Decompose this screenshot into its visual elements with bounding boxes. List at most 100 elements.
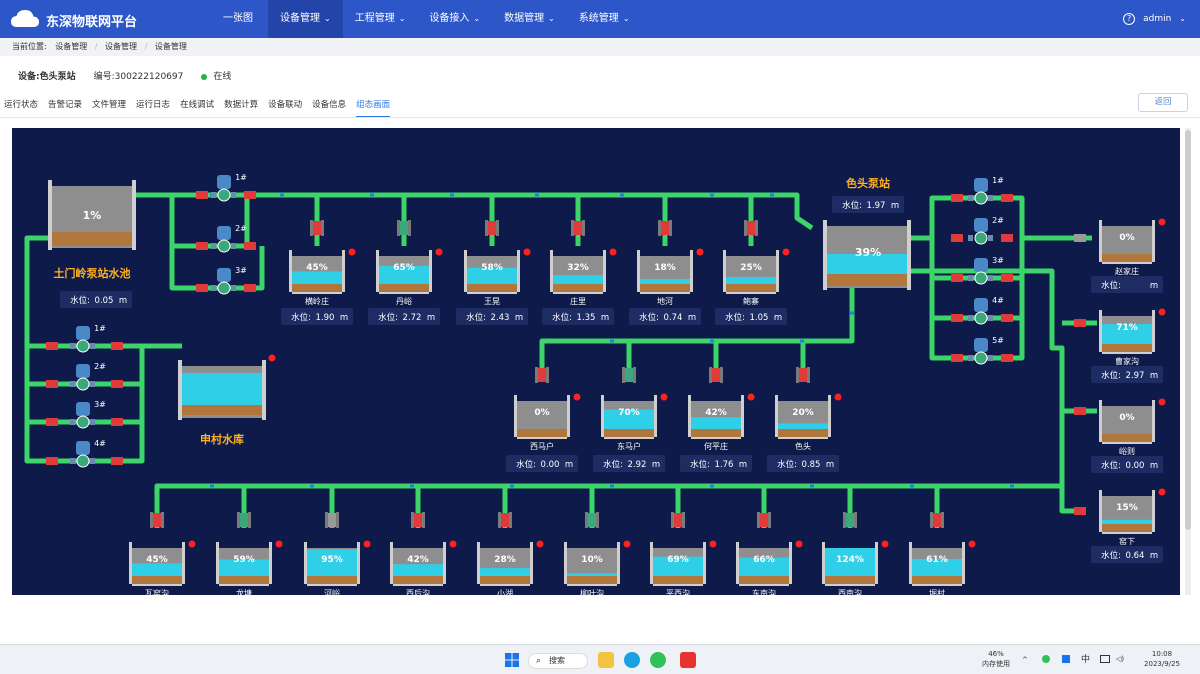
windows-start-icon[interactable] bbox=[504, 652, 520, 668]
valve-icon[interactable] bbox=[1001, 354, 1013, 362]
valve-icon[interactable] bbox=[661, 221, 669, 235]
edge-browser-icon[interactable] bbox=[624, 652, 640, 668]
valve-icon[interactable] bbox=[244, 242, 256, 250]
valve-icon[interactable] bbox=[1001, 194, 1013, 202]
scrollbar-thumb[interactable] bbox=[1185, 130, 1191, 530]
valve-icon[interactable] bbox=[588, 513, 596, 527]
pump-icon[interactable] bbox=[217, 281, 231, 295]
menu-item[interactable]: 一张图 bbox=[208, 0, 268, 38]
tank-percent: 28% bbox=[494, 555, 516, 565]
taskbar-search[interactable]: ⌕ 搜索 bbox=[528, 653, 588, 669]
tab[interactable]: 运行日志 bbox=[136, 100, 171, 110]
pump-flange bbox=[968, 355, 973, 361]
valve-icon[interactable] bbox=[196, 191, 208, 199]
help-icon[interactable]: ? bbox=[1123, 13, 1136, 25]
valve-icon[interactable] bbox=[1001, 234, 1013, 242]
volume-icon[interactable]: ◁) bbox=[1116, 655, 1125, 663]
valve-icon[interactable] bbox=[46, 457, 58, 465]
memory-usage[interactable]: 46% 内存使用 bbox=[978, 649, 1014, 669]
valve-icon[interactable] bbox=[46, 380, 58, 388]
valve-icon[interactable] bbox=[1074, 507, 1086, 515]
valve-icon[interactable] bbox=[933, 513, 941, 527]
tank-name: 王晃 bbox=[484, 297, 500, 306]
tab[interactable]: 数据计算 bbox=[224, 100, 259, 110]
valve-icon[interactable] bbox=[760, 513, 768, 527]
valve-icon[interactable] bbox=[414, 513, 422, 527]
menu-item[interactable]: 数据管理⌄ bbox=[492, 0, 567, 38]
menu-item[interactable]: 设备接入⌄ bbox=[417, 0, 492, 38]
pump-icon[interactable] bbox=[76, 415, 90, 429]
tab[interactable]: 设备信息 bbox=[312, 100, 347, 110]
wechat-tray-icon[interactable] bbox=[1042, 655, 1050, 663]
valve-icon[interactable] bbox=[111, 418, 123, 426]
tab[interactable]: 设备联动 bbox=[268, 100, 303, 110]
valve-icon[interactable] bbox=[328, 513, 336, 527]
valve-icon[interactable] bbox=[538, 368, 546, 382]
valve-icon[interactable] bbox=[799, 368, 807, 382]
menu-item[interactable]: 工程管理⌄ bbox=[343, 0, 418, 38]
valve-icon[interactable] bbox=[625, 368, 633, 382]
pump-icon[interactable] bbox=[76, 454, 90, 468]
tab[interactable]: 运行状态 bbox=[4, 100, 39, 110]
menu-item[interactable]: 系统管理⌄ bbox=[567, 0, 642, 38]
valve-icon[interactable] bbox=[111, 380, 123, 388]
valve-icon[interactable] bbox=[111, 457, 123, 465]
valve-icon[interactable] bbox=[951, 314, 963, 322]
valve-icon[interactable] bbox=[747, 221, 755, 235]
tray-app-icon[interactable] bbox=[1062, 655, 1070, 663]
pump-icon[interactable] bbox=[974, 231, 988, 245]
tab[interactable]: 文件管理 bbox=[92, 100, 127, 110]
valve-icon[interactable] bbox=[501, 513, 509, 527]
breadcrumb-item[interactable]: 设备管理 bbox=[55, 42, 88, 51]
valve-icon[interactable] bbox=[46, 342, 58, 350]
monitor-icon[interactable] bbox=[1100, 655, 1110, 663]
valve-icon[interactable] bbox=[46, 418, 58, 426]
pump-icon[interactable] bbox=[76, 339, 90, 353]
ime-indicator[interactable]: 中 bbox=[1081, 655, 1091, 665]
valve-icon[interactable] bbox=[244, 191, 256, 199]
chevron-down-icon[interactable]: ⌄ bbox=[1179, 14, 1186, 23]
username[interactable]: admin bbox=[1143, 14, 1172, 24]
valve-icon[interactable] bbox=[951, 194, 963, 202]
chevron-up-icon[interactable]: ^ bbox=[1022, 656, 1028, 664]
pump-icon[interactable] bbox=[974, 191, 988, 205]
valve-icon[interactable] bbox=[196, 284, 208, 292]
file-explorer-icon[interactable] bbox=[598, 652, 614, 668]
back-button[interactable]: 返回 bbox=[1138, 93, 1188, 112]
breadcrumb-item[interactable]: 设备管理 bbox=[105, 42, 138, 51]
pump-icon[interactable] bbox=[974, 271, 988, 285]
valve-icon[interactable] bbox=[1001, 314, 1013, 322]
valve-icon[interactable] bbox=[1074, 407, 1086, 415]
pump-icon[interactable] bbox=[76, 377, 90, 391]
valve-icon[interactable] bbox=[111, 342, 123, 350]
valve-icon[interactable] bbox=[1001, 274, 1013, 282]
alarm-indicator-icon bbox=[782, 248, 790, 256]
valve-icon[interactable] bbox=[951, 234, 963, 242]
clock[interactable]: 10:08 2023/9/25 bbox=[1142, 649, 1182, 669]
valve-icon[interactable] bbox=[712, 368, 720, 382]
valve-icon[interactable] bbox=[240, 513, 248, 527]
valve-icon[interactable] bbox=[1074, 234, 1086, 242]
wechat-icon[interactable] bbox=[650, 652, 666, 668]
valve-icon[interactable] bbox=[951, 354, 963, 362]
valve-icon[interactable] bbox=[153, 513, 161, 527]
valve-icon[interactable] bbox=[846, 513, 854, 527]
wps-icon[interactable] bbox=[680, 652, 696, 668]
valve-icon[interactable] bbox=[313, 221, 321, 235]
valve-icon[interactable] bbox=[196, 242, 208, 250]
pump-icon[interactable] bbox=[974, 351, 988, 365]
valve-icon[interactable] bbox=[951, 274, 963, 282]
valve-icon[interactable] bbox=[400, 221, 408, 235]
pump-icon[interactable] bbox=[217, 188, 231, 202]
menu-item[interactable]: 设备管理⌄ bbox=[268, 0, 343, 38]
tab[interactable]: 告警记录 bbox=[48, 100, 83, 110]
tab[interactable]: 组态画面 bbox=[356, 98, 391, 118]
valve-icon[interactable] bbox=[674, 513, 682, 527]
tab[interactable]: 在线调试 bbox=[180, 100, 215, 110]
valve-icon[interactable] bbox=[1074, 319, 1086, 327]
valve-icon[interactable] bbox=[244, 284, 256, 292]
pump-icon[interactable] bbox=[217, 239, 231, 253]
valve-icon[interactable] bbox=[488, 221, 496, 235]
pump-icon[interactable] bbox=[974, 311, 988, 325]
valve-icon[interactable] bbox=[574, 221, 582, 235]
